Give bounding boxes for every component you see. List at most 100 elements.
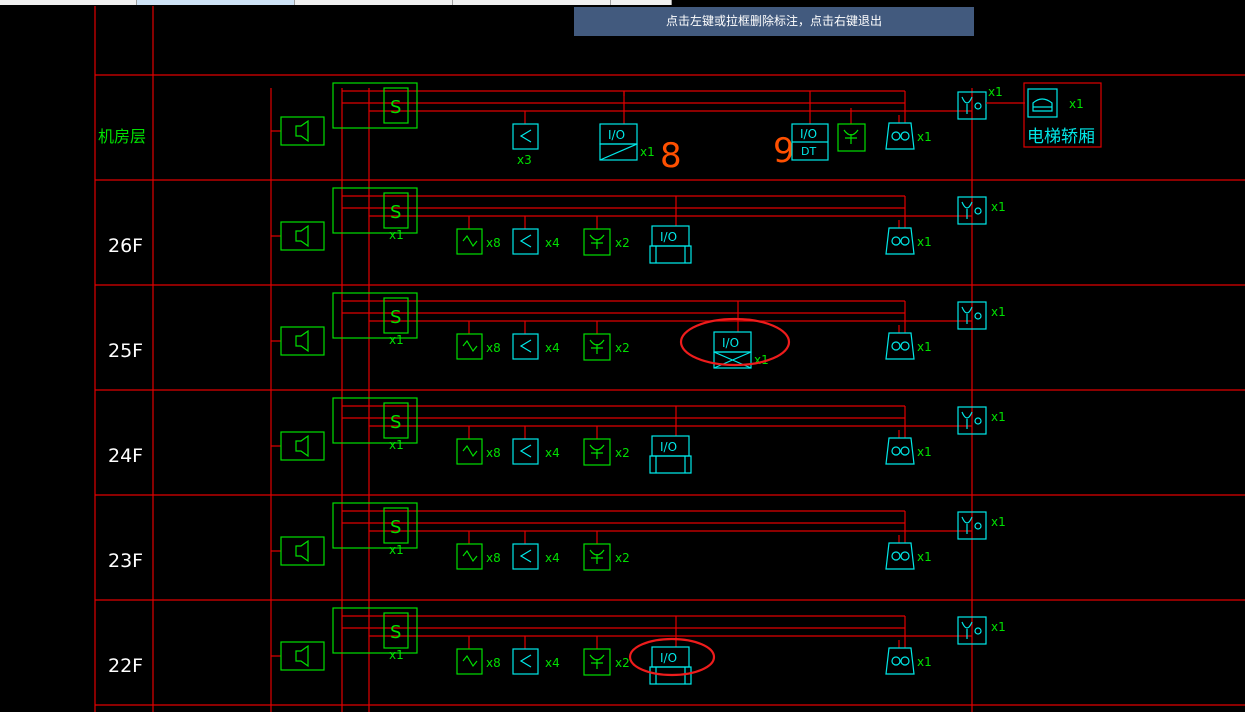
phone-glyph xyxy=(961,96,973,114)
s-box-icon xyxy=(383,507,409,544)
phone-count: x1 xyxy=(991,305,1006,319)
phone-count: x1 xyxy=(991,515,1006,529)
io-box-lower xyxy=(649,455,692,474)
valve-glyph xyxy=(462,339,478,353)
valve-count: x8 xyxy=(486,446,501,460)
switch-count: x4 xyxy=(545,446,560,460)
valve-glyph xyxy=(462,654,478,668)
phone-count: x1 xyxy=(991,620,1006,634)
switch-count: x3 xyxy=(517,153,532,167)
document-tab-2[interactable] xyxy=(137,0,295,5)
speaker-icon xyxy=(280,431,325,461)
sensor-icon xyxy=(885,437,915,465)
pump-icon xyxy=(583,543,611,571)
phone-dot xyxy=(974,417,982,425)
phone-icon xyxy=(957,406,987,435)
sensor-icon xyxy=(885,122,915,150)
pump-count: x2 xyxy=(615,656,630,670)
pump-glyph xyxy=(589,444,605,459)
sensor-count: x1 xyxy=(917,445,932,459)
sensor-dot xyxy=(900,551,910,561)
speaker-cone xyxy=(295,119,309,143)
speaker-icon xyxy=(280,326,325,356)
dt-glyph: DT xyxy=(801,145,816,158)
s-box-frame xyxy=(332,607,418,654)
s-box-icon xyxy=(383,297,409,334)
io-box-lower xyxy=(649,666,692,685)
elevator-label: 电梯轿厢 xyxy=(1027,127,1095,147)
switch-glyph xyxy=(519,129,532,143)
valve-glyph xyxy=(462,549,478,563)
document-tab-1[interactable] xyxy=(0,0,137,5)
s-box-glyph: S xyxy=(390,307,401,328)
pump-count: x2 xyxy=(615,341,630,355)
switch-icon xyxy=(512,543,539,570)
phone-glyph xyxy=(961,201,973,219)
switch-count: x4 xyxy=(545,341,560,355)
sensor-count: x1 xyxy=(917,340,932,354)
s-box-glyph: S xyxy=(390,622,401,643)
switch-count: x4 xyxy=(545,236,560,250)
pump-count: x2 xyxy=(615,446,630,460)
document-tab-4[interactable] xyxy=(453,0,611,5)
elevator-count: x1 xyxy=(1069,97,1084,111)
phone-icon xyxy=(957,91,987,120)
sensor-dot xyxy=(891,341,901,351)
switch-icon xyxy=(512,228,539,255)
s-box-frame xyxy=(332,187,418,234)
switch-icon xyxy=(512,438,539,465)
floor-label: 24F xyxy=(108,445,143,467)
pump-icon xyxy=(837,123,866,152)
sensor-dot xyxy=(900,131,910,141)
document-tab-5[interactable] xyxy=(611,0,672,5)
s-box-frame xyxy=(332,82,418,129)
highlight-circle xyxy=(679,317,791,367)
s-box-glyph: S xyxy=(390,517,401,538)
phone-count: x1 xyxy=(991,200,1006,214)
sensor-icon xyxy=(885,227,915,255)
s-box-frame xyxy=(332,502,418,549)
valve-icon xyxy=(456,543,483,570)
valve-count: x8 xyxy=(486,551,501,565)
document-tab-3[interactable] xyxy=(295,0,453,5)
io-box-diagonal xyxy=(599,143,638,161)
speaker-cone xyxy=(295,329,309,353)
sensor-dot xyxy=(891,131,901,141)
sensor-count: x1 xyxy=(917,235,932,249)
io-box-glyph: I/O xyxy=(608,128,625,142)
phone-icon xyxy=(957,511,987,540)
io-box-count: x1 xyxy=(640,145,655,159)
valve-icon xyxy=(456,228,483,255)
phone-count: x1 xyxy=(988,85,1003,99)
dt-io-glyph: I/O xyxy=(800,127,817,141)
s-box-count: x1 xyxy=(389,333,404,347)
s-box-count: x1 xyxy=(389,543,404,557)
switch-glyph xyxy=(519,549,532,563)
sensor-count: x1 xyxy=(917,655,932,669)
s-box-icon xyxy=(383,402,409,439)
sensor-dot xyxy=(891,551,901,561)
switch-glyph xyxy=(519,339,532,353)
pump-icon xyxy=(583,333,611,361)
sensor-dot xyxy=(891,236,901,246)
highlight-circle xyxy=(628,637,716,677)
io-box-glyph: I/O xyxy=(660,440,677,454)
sensor-count: x1 xyxy=(917,130,932,144)
speaker-icon xyxy=(280,641,325,671)
s-box-count: x1 xyxy=(389,228,404,242)
valve-icon xyxy=(456,648,483,675)
valve-icon xyxy=(456,333,483,360)
speaker-icon xyxy=(280,536,325,566)
s-box-icon xyxy=(383,612,409,649)
switch-icon xyxy=(512,123,539,150)
phone-glyph xyxy=(961,411,973,429)
pump-glyph xyxy=(843,129,859,144)
phone-glyph xyxy=(961,306,973,324)
pump-icon xyxy=(583,228,611,256)
switch-glyph xyxy=(519,444,532,458)
elevator-icon xyxy=(1027,88,1058,118)
io-box-cross-b xyxy=(713,351,752,369)
